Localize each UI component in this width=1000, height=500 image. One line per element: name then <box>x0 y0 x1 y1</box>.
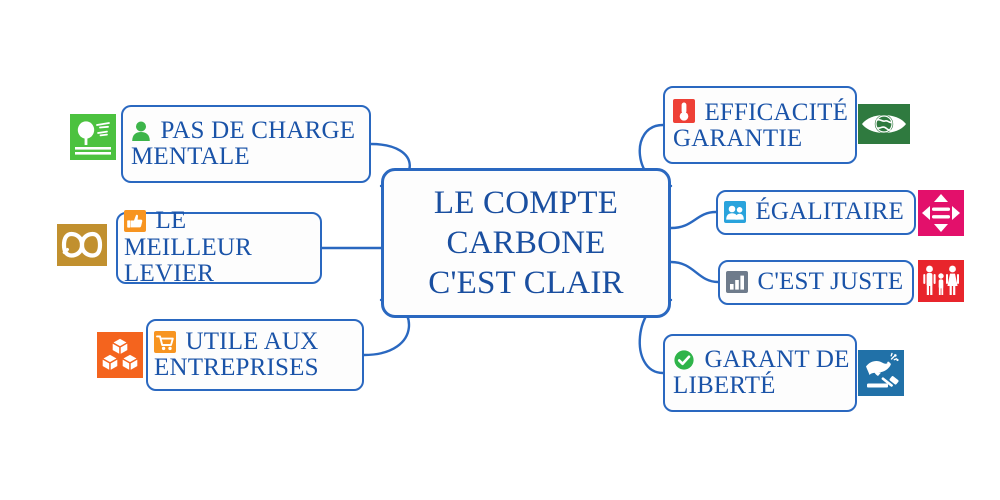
node-label-line-1: UTILE AUX <box>185 327 319 355</box>
node-label-line-1: PAS DE CHARGE <box>160 116 356 144</box>
eye-globe-icon <box>858 104 910 144</box>
four-way-arrows-icon <box>918 190 964 236</box>
center-line-1: LE COMPTE <box>433 184 619 221</box>
node-label-line-2: LIBERTÉ <box>673 372 776 399</box>
node-label-line-2: MENTALE <box>131 143 250 170</box>
node-garant-de-liberte[interactable]: GARANT DE LIBERTÉ <box>663 334 857 412</box>
park-tree-icon <box>70 114 116 160</box>
node-label-line-2: ENTREPRISES <box>154 354 319 381</box>
dove-gavel-icon <box>858 350 904 396</box>
center-line-3: C'EST CLAIR <box>428 265 624 302</box>
node-label-line-1: LE MEILLEUR <box>124 207 252 261</box>
node-label-line-1: GARANT DE <box>704 345 850 373</box>
node-c-est-juste[interactable]: C'EST JUSTE <box>718 260 914 305</box>
center-node[interactable]: LE COMPTE CARBONE C'EST CLAIR <box>381 168 671 318</box>
person-icon <box>132 121 150 141</box>
thumbs-up-icon <box>124 210 146 233</box>
node-le-meilleur-levier[interactable]: LE MEILLEUR LEVIER <box>116 208 322 288</box>
node-label-line-1: EFFICACITÉ <box>704 98 849 126</box>
node-egalitaire[interactable]: ÉGALITAIRE <box>716 190 916 235</box>
node-label-line-2: LEVIER <box>124 260 215 288</box>
node-pas-de-charge-mentale[interactable]: PAS DE CHARGE MENTALE <box>121 105 371 183</box>
node-efficacite-garantie[interactable]: EFFICACITÉ GARANTIE <box>663 86 857 164</box>
cubes-icon <box>97 332 143 378</box>
thermometer-icon <box>673 98 695 123</box>
node-utile-aux-entreprises[interactable]: UTILE AUX ENTREPRISES <box>146 319 364 391</box>
check-circle-icon <box>674 349 694 370</box>
node-label-line-2: GARANTIE <box>673 125 803 152</box>
link-egalitaire <box>669 210 718 230</box>
bar-chart-icon <box>726 271 748 294</box>
node-label-line-1: C'EST JUSTE <box>757 268 904 296</box>
family-icon <box>918 260 964 302</box>
node-label-line-1: ÉGALITAIRE <box>755 198 905 226</box>
two-people-icon <box>724 201 746 224</box>
shopping-cart-icon <box>154 330 176 353</box>
link-c-est-juste <box>669 260 720 284</box>
infinity-loop-icon <box>57 224 107 266</box>
center-line-2: CARBONE <box>446 224 606 261</box>
